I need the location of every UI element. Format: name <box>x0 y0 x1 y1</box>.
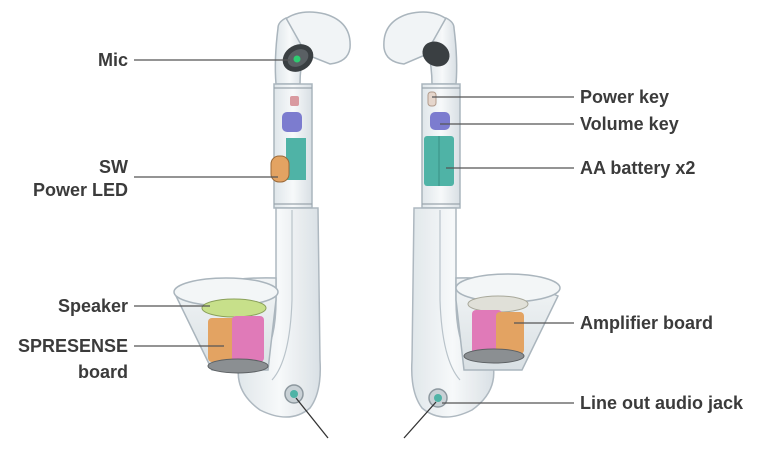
left-blue-part <box>282 112 302 132</box>
label-mic: Mic <box>97 50 128 70</box>
right-audio-jack-core <box>434 394 442 402</box>
label-board: board <box>77 362 128 382</box>
left-teal-part <box>286 138 306 180</box>
label-amplifier-board: Amplifier board <box>580 313 714 333</box>
label-power-led: Power LED <box>32 180 128 200</box>
left-inner-tube-line <box>271 210 293 381</box>
amplifier-top <box>467 295 529 313</box>
power-key-part <box>427 91 437 107</box>
label-power-key: Power key <box>580 87 670 107</box>
volume-key-part <box>430 112 450 130</box>
sw-power-led-part <box>270 155 290 183</box>
label-spresense: SPRESENSE <box>17 336 128 356</box>
right-jack-cable <box>403 401 437 439</box>
amplifier-orange <box>496 312 524 354</box>
leader-lines <box>134 59 574 404</box>
spresense-orange <box>208 318 236 362</box>
label-sw: SW <box>99 157 128 177</box>
label-speaker: Speaker <box>57 296 128 316</box>
right-saxophone <box>383 11 561 439</box>
amplifier-pink <box>472 310 502 354</box>
left-saxophone <box>173 11 351 439</box>
right-inner-tube-line <box>439 210 461 381</box>
mic-led <box>293 55 301 63</box>
right-base-ring <box>463 348 525 364</box>
label-volume-key: Volume key <box>580 114 679 134</box>
label-aa-battery: AA battery x2 <box>580 158 696 178</box>
spresense-pink <box>232 316 264 362</box>
left-small-red-part <box>290 96 299 106</box>
speaker-part <box>201 298 267 318</box>
left-base-ring <box>207 358 269 374</box>
label-line-out: Line out audio jack <box>580 393 744 413</box>
left-jack-cable <box>295 397 329 439</box>
left-audio-jack-core <box>290 390 298 398</box>
right-mouth-cap <box>422 41 450 67</box>
